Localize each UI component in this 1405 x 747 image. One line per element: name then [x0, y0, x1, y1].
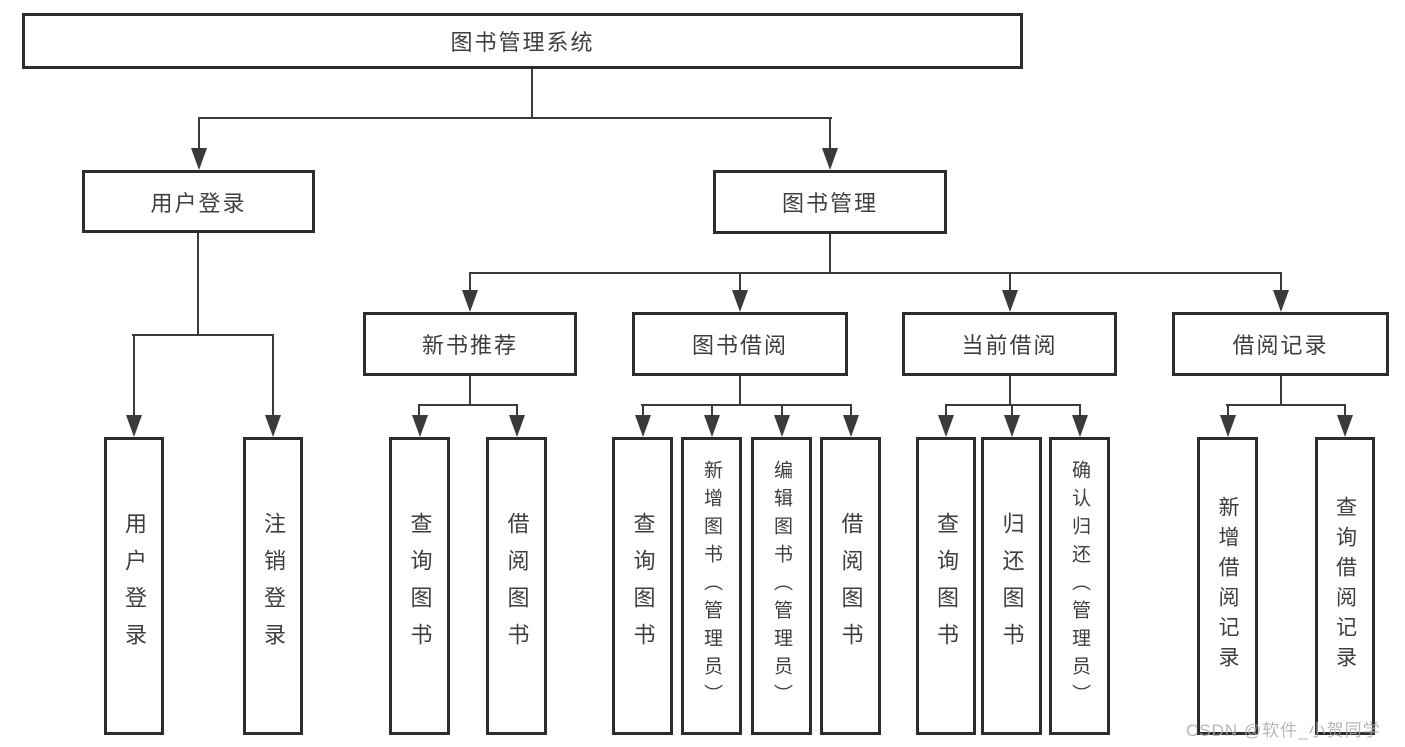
leaf-query-books-1: 查询图书 [389, 437, 450, 735]
arrow-down-icon [1273, 290, 1289, 312]
edge-to-leaf [1227, 405, 1229, 417]
edge-stem [739, 376, 741, 406]
edge-to-leaf [642, 405, 644, 417]
node-label: 查询借阅记录 [1333, 496, 1357, 676]
arrow-down-icon [462, 290, 478, 312]
node-label: 注销登录 [261, 512, 286, 660]
edge-level2-bar [198, 117, 832, 119]
node-label: 查询图书 [934, 512, 959, 660]
node-label: 图书管理系统 [450, 30, 595, 55]
edge-to-new-books [469, 273, 471, 292]
leaf-query-borrow-record: 查询借阅记录 [1315, 437, 1375, 735]
edge-to-leaf [945, 405, 947, 417]
arrow-down-icon [1002, 290, 1018, 312]
node-label: 查询图书 [407, 512, 433, 660]
edge-level3-bar [469, 272, 1282, 274]
leaf-add-books-admin: 新增图书（管理员） [681, 437, 742, 735]
node-library-system: 图书管理系统 [22, 13, 1023, 69]
arrow-down-icon [412, 415, 428, 437]
arrow-down-icon [938, 415, 954, 437]
leaf-borrow-books-1: 借阅图书 [486, 437, 547, 735]
edge-root-stem [531, 69, 533, 118]
edge-to-leaf [418, 405, 420, 417]
edge-leaf-bar [641, 404, 852, 406]
node-user-login: 用户登录 [82, 170, 315, 233]
leaf-query-books-3: 查询图书 [916, 437, 976, 735]
edge-to-user-login [198, 118, 200, 150]
node-label: 借阅图书 [838, 512, 864, 660]
edge-to-current-borrow [1009, 273, 1011, 292]
node-label: 当前借阅 [961, 333, 1058, 358]
csdn-watermark: CSDN @软件_小贺同学 [1186, 721, 1381, 740]
edge-to-leaf [272, 335, 274, 417]
edge-to-leaf [1079, 405, 1081, 417]
edge-to-leaf [711, 405, 713, 417]
leaf-confirm-return-admin: 确认归还（管理员） [1049, 437, 1110, 735]
arrow-down-icon [191, 148, 207, 170]
node-label: 图书管理 [781, 191, 878, 216]
leaf-return-books: 归还图书 [981, 437, 1042, 735]
arrow-down-icon [1004, 415, 1020, 437]
arrow-down-icon [774, 415, 790, 437]
edge-to-leaf [133, 335, 135, 417]
arrow-down-icon [732, 290, 748, 312]
arrow-down-icon [1337, 415, 1353, 437]
edge-leaf-bar [945, 404, 1081, 406]
leaf-add-borrow-record: 新增借阅记录 [1197, 437, 1258, 735]
node-borrowing-records: 借阅记录 [1172, 312, 1389, 376]
leaf-user-login: 用户登录 [104, 437, 164, 735]
arrow-down-icon [822, 148, 838, 170]
edge-leaf-bar [418, 404, 518, 406]
arrow-down-icon [1072, 415, 1088, 437]
node-label: 新书推荐 [421, 333, 518, 358]
arrow-down-icon [126, 415, 142, 437]
edge-stem [1280, 376, 1282, 406]
node-label: 查询图书 [630, 512, 656, 660]
node-new-book-recommend: 新书推荐 [363, 312, 577, 376]
edge-user-login-bar [132, 334, 274, 336]
edge-to-book-borrow [739, 273, 741, 292]
edge-to-book-mgmt [829, 118, 831, 150]
edge-to-leaf [1344, 405, 1346, 417]
node-label: 确认归还（管理员） [1069, 460, 1090, 712]
node-label: 编辑图书（管理员） [771, 460, 792, 712]
edge-user-login-stem [197, 233, 199, 336]
edge-stem [469, 376, 471, 406]
node-label: 图书借阅 [691, 333, 788, 358]
node-label: 归还图书 [999, 512, 1025, 660]
leaf-logout: 注销登录 [243, 437, 303, 735]
arrow-down-icon [1220, 415, 1236, 437]
edge-book-mgmt-stem [829, 234, 831, 274]
node-label: 用户登录 [150, 190, 247, 216]
edge-leaf-bar [1226, 404, 1346, 406]
edge-to-leaf [1011, 405, 1013, 417]
arrow-down-icon [509, 415, 525, 437]
arrow-down-icon [635, 415, 651, 437]
node-label: 新增借阅记录 [1216, 496, 1239, 676]
edge-to-leaf [516, 405, 518, 417]
edge-stem [1009, 376, 1011, 406]
arrow-down-icon [843, 415, 859, 437]
node-label: 用户登录 [122, 512, 147, 660]
node-label: 借阅图书 [504, 512, 530, 660]
node-label: 借阅记录 [1232, 333, 1329, 358]
node-current-borrowing: 当前借阅 [902, 312, 1117, 376]
edge-to-borrow-records [1280, 273, 1282, 292]
edge-to-leaf [781, 405, 783, 417]
arrow-down-icon [265, 415, 281, 437]
arrow-down-icon [704, 415, 720, 437]
node-book-management: 图书管理 [713, 170, 947, 234]
edge-to-leaf [850, 405, 852, 417]
leaf-borrow-books-2: 借阅图书 [820, 437, 881, 735]
node-label: 新增图书（管理员） [701, 460, 722, 712]
node-book-borrowing: 图书借阅 [632, 312, 848, 376]
leaf-query-books-2: 查询图书 [612, 437, 673, 735]
leaf-edit-books-admin: 编辑图书（管理员） [751, 437, 812, 735]
